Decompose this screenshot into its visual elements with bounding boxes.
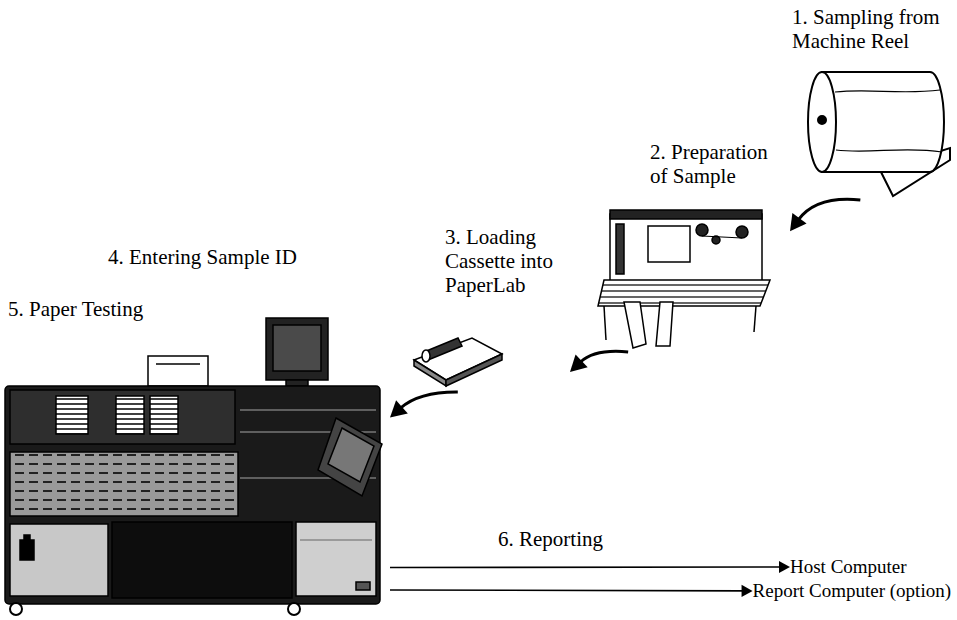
reel-line <box>835 90 940 92</box>
keyboard <box>318 418 382 496</box>
connector-line <box>390 589 744 591</box>
cassette-front <box>446 354 502 386</box>
side-post <box>616 224 624 274</box>
lower-left-door <box>10 524 108 596</box>
reel-end <box>808 72 836 172</box>
sample-strip <box>656 302 673 346</box>
roller <box>736 226 748 238</box>
lower-right-door <box>296 522 376 596</box>
roller <box>696 224 708 236</box>
monitor-stand <box>286 380 308 386</box>
monitor <box>266 318 328 380</box>
step-label: 1. Sampling from Machine Reel <box>792 5 957 53</box>
vent <box>116 396 144 434</box>
machine-reel <box>808 72 950 196</box>
roll-end <box>422 350 430 362</box>
arrowhead <box>790 213 807 231</box>
reel-step: 1. Sampling from Machine Reel <box>778 5 957 200</box>
step-label: Report Computer (option) <box>753 580 951 602</box>
vent <box>56 396 88 434</box>
screen <box>273 325 321 371</box>
flow-arrow <box>390 561 790 573</box>
wheel <box>288 603 300 615</box>
lower-middle-door <box>112 522 292 598</box>
panel-line <box>300 539 372 541</box>
host-computer: Host Computer <box>790 556 907 578</box>
reel-body <box>822 72 944 172</box>
bottle-icon <box>20 540 34 560</box>
flow-arrow <box>790 199 860 231</box>
flow-arrow <box>570 351 628 372</box>
top-band <box>610 210 762 219</box>
edge-label: 6. Reporting <box>495 527 606 551</box>
cassette <box>414 338 502 386</box>
connector-line <box>798 199 860 220</box>
flow-arrow <box>390 392 458 418</box>
step-label: 5. Paper Testing <box>8 297 228 321</box>
leg <box>604 306 606 340</box>
web <box>702 236 742 238</box>
leg <box>754 306 756 332</box>
reel-core <box>818 116 826 124</box>
printer-slot <box>156 363 200 365</box>
step-label: 3. Loading Cassette into PaperLab <box>445 225 570 297</box>
step-label: Host Computer <box>790 556 907 578</box>
vent <box>150 396 178 434</box>
cassette-side <box>414 360 446 386</box>
printer <box>148 356 208 386</box>
step-label: 2. Preparation of Sample <box>650 140 790 188</box>
connector-line <box>580 351 628 362</box>
preparation-machine <box>598 210 770 348</box>
sample-strip <box>624 302 646 348</box>
connector-line <box>390 566 781 568</box>
handle <box>356 582 370 590</box>
paperlab-step: 4. Entering Sample ID 5. Paper Testing <box>0 245 390 620</box>
paperlab-machine <box>5 318 382 615</box>
flow-arrow <box>390 585 753 597</box>
cassette-step: 3. Loading Cassette into PaperLab <box>405 225 570 392</box>
top-panel <box>10 390 235 444</box>
cabinet <box>5 386 380 604</box>
step-label: 4. Entering Sample ID <box>108 245 378 269</box>
wheel <box>10 603 22 615</box>
report-computer: Report Computer (option) <box>753 580 951 602</box>
preparation-step: 2. Preparation of Sample <box>595 140 790 352</box>
connector-line <box>400 392 457 408</box>
panel-line <box>240 409 376 411</box>
bottle-cap <box>24 535 30 541</box>
back-panel <box>610 214 762 282</box>
reel-line <box>836 150 942 152</box>
sheet <box>648 226 690 262</box>
keys <box>328 428 374 482</box>
display-panel <box>10 452 238 516</box>
